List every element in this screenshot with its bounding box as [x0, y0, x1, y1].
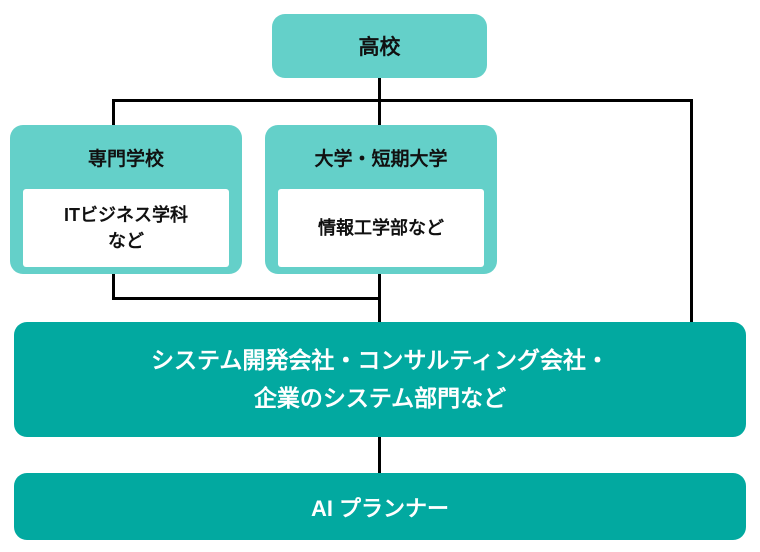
node-university: 大学・短期大学 情報工学部など [265, 125, 497, 274]
node-company: システム開発会社・コンサルティング会社・ 企業のシステム部門など [14, 322, 746, 437]
role-label: AI プランナー [310, 495, 450, 521]
connector-bypass-right [690, 99, 693, 323]
highschool-label: 高校 [358, 36, 401, 59]
node-vocational-school: 専門学校 ITビジネス学科 など [10, 125, 242, 274]
connector-university-to-company [378, 274, 381, 323]
vocational-detail-panel: ITビジネス学科 など [23, 189, 229, 267]
company-label: システム開発会社・コンサルティング会社・ 企業のシステム部門など [151, 346, 609, 411]
vocational-title: 専門学校 [87, 148, 164, 170]
connector-top-horizontal [112, 99, 693, 102]
node-highschool: 高校 [272, 14, 487, 78]
university-detail-panel: 情報工学部など [278, 189, 484, 267]
node-ai-planner: AI プランナー [14, 473, 746, 540]
university-title: 大学・短期大学 [314, 148, 448, 170]
connector-vocational-down [112, 274, 115, 300]
connector-bottom-horizontal [112, 297, 381, 300]
connector-to-vocational [112, 99, 115, 125]
connector-company-to-role [378, 437, 381, 473]
